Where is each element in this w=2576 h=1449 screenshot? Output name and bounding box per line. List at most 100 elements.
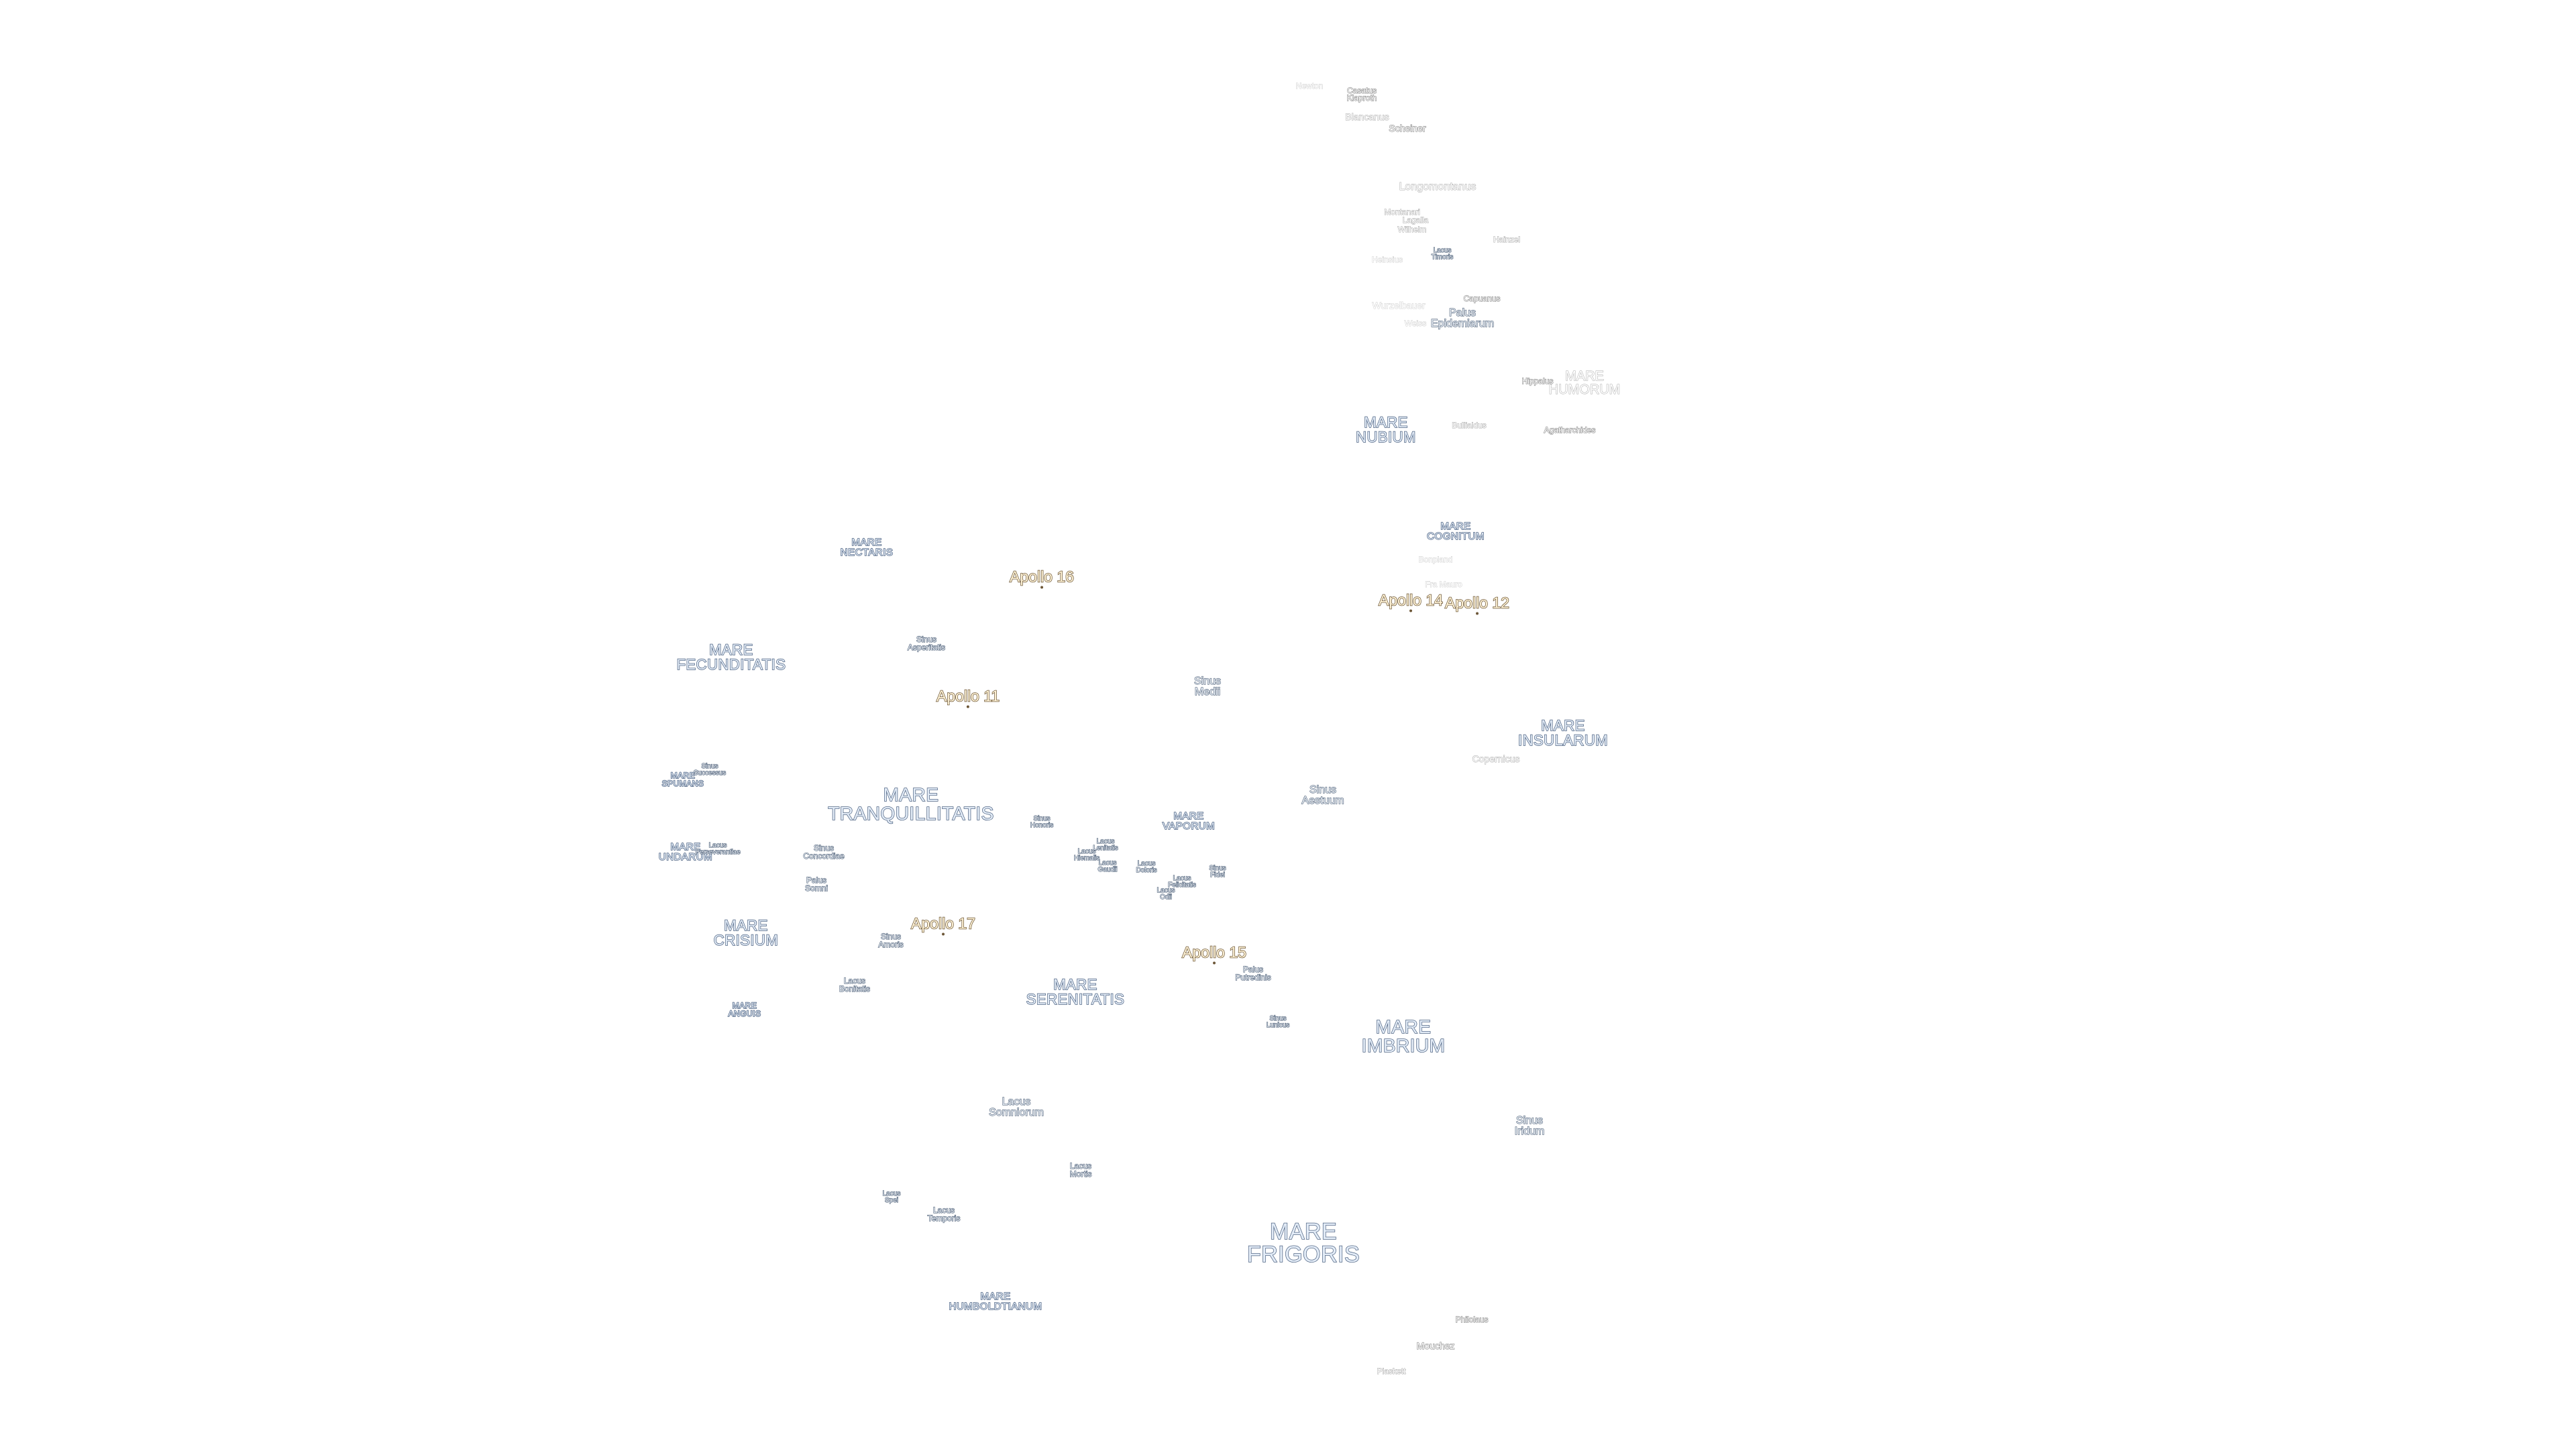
label-line: TRANQUILLITATIS	[827, 803, 994, 824]
label-line: Lacus	[843, 976, 866, 985]
label-line: Wurzelbauer	[1372, 300, 1426, 311]
label-line: Lacus	[708, 842, 727, 849]
label-line: Capuanus	[1463, 294, 1501, 303]
label-line: MARE	[1269, 1219, 1338, 1244]
label-line: CRISIUM	[713, 932, 779, 949]
landing-site-marker-icon	[1409, 609, 1412, 612]
label-line: Palus	[1448, 307, 1477, 319]
label-crater-heinsius: Heinsius	[1371, 256, 1403, 264]
label-line: MARE	[883, 784, 939, 805]
label-line: Palus	[1242, 965, 1264, 974]
label-line: Bullialdus	[1452, 421, 1487, 430]
label-crater-hippalus: Hippalus	[1521, 376, 1554, 385]
label-line: Lacus	[1137, 860, 1156, 867]
label-line: Bonitatis	[839, 984, 871, 994]
label-line: Spei	[884, 1197, 898, 1204]
label-line: Mouchez	[1416, 1340, 1455, 1351]
label-line: Lacus	[932, 1205, 955, 1215]
label-line: Sinus	[1515, 1115, 1544, 1126]
label-line: MARE	[1540, 717, 1585, 734]
label-line: Sinus	[1209, 865, 1226, 872]
label-apollo-16: Apollo 16	[1009, 568, 1075, 589]
label-line: Philolaus	[1455, 1315, 1489, 1324]
label-crater-scheiner: Scheiner	[1389, 123, 1426, 133]
label-line: MARE	[708, 641, 753, 658]
label-line: Concordiae	[803, 851, 845, 861]
label-line: Fra Mauro	[1425, 580, 1462, 589]
label-line: Copernicus	[1472, 753, 1520, 764]
label-line: MARE	[851, 537, 882, 548]
label-line: Apollo 11	[936, 687, 1000, 705]
label-line: NECTARIS	[840, 547, 894, 558]
label-line: Palus	[806, 875, 827, 885]
label-line: Felicitatis	[1168, 881, 1197, 889]
label-apollo-15: Apollo 15	[1181, 944, 1247, 965]
label-line: FRIGORIS	[1246, 1242, 1360, 1267]
label-line: MARE	[1440, 521, 1471, 532]
label-line: Weiss	[1404, 319, 1427, 328]
landing-site-marker-icon	[1040, 586, 1043, 589]
label-line: Doloris	[1136, 867, 1157, 874]
label-line: Apollo 16	[1009, 568, 1074, 586]
label-line: FECUNDITATIS	[676, 656, 786, 673]
label-line: Klaproth	[1346, 93, 1377, 103]
label-line: Plaskett	[1377, 1366, 1406, 1376]
label-line: Aestuum	[1301, 795, 1344, 806]
label-line: Sinus	[880, 932, 902, 941]
label-line: Perseverantiae	[695, 849, 741, 856]
label-line: MARE	[1565, 369, 1605, 384]
label-line: Lunicus	[1266, 1022, 1290, 1029]
label-crater-wilhelm: Wilhelm	[1397, 225, 1427, 234]
label-line: Agatharchides	[1544, 425, 1596, 435]
label-line: MARE	[1053, 976, 1097, 993]
label-line: Lacus	[1098, 859, 1117, 867]
label-line: MARE	[1173, 810, 1204, 822]
label-line: Newton	[1295, 81, 1324, 91]
label-line: Lacus	[1096, 838, 1115, 845]
label-line: MARE	[1363, 414, 1408, 431]
landing-site-marker-icon	[941, 932, 945, 936]
landing-site-marker-icon	[1475, 612, 1479, 615]
label-line: Gaudii	[1097, 866, 1118, 873]
label-line: Wilhelm	[1397, 225, 1427, 234]
label-line: Sinus	[1309, 784, 1337, 796]
label-line: Medii	[1194, 686, 1221, 698]
label-line: Lacus	[1157, 887, 1175, 894]
label-line: Apollo 17	[910, 914, 975, 932]
label-line: MARE	[1375, 1016, 1432, 1037]
label-apollo-17: Apollo 17	[910, 914, 976, 936]
label-crater-hainzel: Hainzel	[1493, 235, 1520, 244]
label-line: Temporis	[927, 1214, 961, 1223]
label-line: VAPORUM	[1162, 820, 1216, 832]
label-line: Fidei	[1210, 871, 1226, 879]
label-line: MARE	[980, 1291, 1011, 1302]
label-line: Montanari	[1384, 207, 1420, 217]
label-apollo-14: Apollo 14	[1378, 591, 1444, 612]
label-line: Lagalla	[1402, 215, 1429, 225]
label-line: Apollo 14	[1378, 591, 1443, 609]
label-line: SERENITATIS	[1026, 991, 1125, 1008]
label-line: IMBRIUM	[1361, 1035, 1446, 1056]
label-line: Iridum	[1514, 1126, 1545, 1137]
